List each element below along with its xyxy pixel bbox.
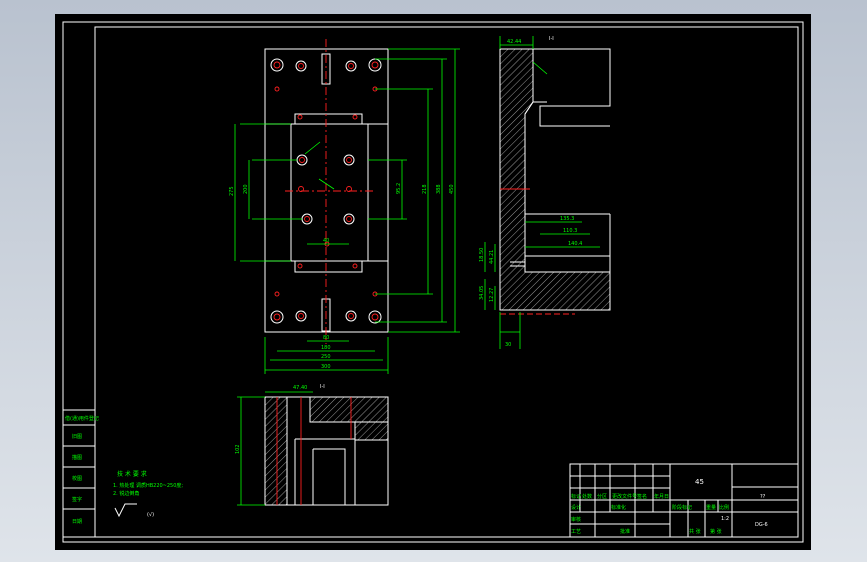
- title-drawing-no: DG-6: [755, 522, 768, 528]
- section-dimension-lines: [484, 36, 600, 349]
- title-r1-5: 年月日: [654, 493, 669, 500]
- section-dim-bottom: 30: [505, 342, 511, 348]
- title-r2-2: 阶段标记: [672, 504, 692, 511]
- title-r1-4: 签名: [637, 493, 647, 500]
- tech-req-title: 技 术 要 求: [117, 470, 147, 478]
- plan-dim-450: 450: [449, 184, 455, 194]
- plan-dim-300: 300: [321, 364, 331, 370]
- section-dim-left-2: 34.05: [479, 286, 485, 300]
- plan-dim-40: 40: [323, 238, 329, 244]
- title-r1-1: 处数: [582, 493, 592, 500]
- drawing-sheet[interactable]: 80 180 250 300 95.2 218 388 450 275 200 …: [55, 14, 811, 550]
- side-table-cell-5: 日期: [72, 519, 82, 525]
- section-view: I-I: [479, 36, 611, 349]
- title-r2-0: 设计: [571, 504, 581, 511]
- section-dim-left-1: 44.21: [489, 250, 495, 264]
- section-label-bottom: I-I: [320, 384, 325, 390]
- lower-section-view: I-I 47.40 102: [235, 384, 389, 506]
- plan-dim-180: 180: [321, 345, 331, 351]
- plan-view: 80 180 250 300 95.2 218 388 450 275 200 …: [229, 39, 460, 374]
- title-r3-0: 审核: [571, 516, 581, 523]
- side-table-cell-4: 签字: [72, 496, 82, 503]
- plan-dim-80: 80: [323, 335, 329, 341]
- title-r1-2: 分区: [597, 493, 607, 500]
- section-dim-140: 140.4: [568, 241, 582, 247]
- title-r2-3: 重量: [706, 504, 716, 511]
- plan-dim-275: 275: [229, 186, 235, 196]
- corner-bolt-holes: [270, 58, 382, 324]
- title-material: 45: [695, 478, 704, 486]
- section-dim-110: 110.3: [563, 228, 577, 234]
- tech-req-line1: 1. 热处理 调质HB220~250度;: [113, 482, 183, 489]
- section-dim-left-0: 18.50: [479, 248, 485, 262]
- lower-dim-width: 47.40: [293, 385, 307, 391]
- side-table-cell-1: 旧图: [72, 433, 82, 440]
- lower-dim-height: 102: [235, 444, 241, 454]
- inner-holes: [296, 114, 358, 269]
- section-dim-left-3: 12.27: [489, 288, 495, 302]
- title-r1-0: 标记: [571, 493, 581, 500]
- side-table-cell-3: 校图: [72, 475, 82, 482]
- side-table-cell-0: 借(通)用件登记: [65, 415, 99, 422]
- title-r4-2: 共 张: [689, 528, 701, 535]
- plan-dim-388: 388: [436, 184, 442, 194]
- cad-drawing[interactable]: 80 180 250 300 95.2 218 388 450 275 200 …: [55, 14, 811, 550]
- plan-dim-95: 95.2: [396, 183, 402, 194]
- side-table: 借(通)用件登记 旧图 描图 校图 签字 日期: [62, 409, 99, 538]
- plan-dim-218: 218: [422, 184, 428, 194]
- title-r4-1: 批准: [620, 528, 630, 535]
- plan-dim-200: 200: [243, 184, 249, 194]
- title-r4-0: 工艺: [571, 529, 581, 535]
- title-part-name: ??: [760, 494, 766, 500]
- section-label-top: I-I: [549, 36, 554, 42]
- side-table-cell-2: 描图: [72, 454, 82, 461]
- plan-dim-250: 250: [321, 354, 331, 360]
- title-r2-4: 比例: [719, 504, 729, 511]
- technical-requirements: 技 术 要 求 1. 热处理 调质HB220~250度; 2. 锐边倒角 (√): [113, 470, 183, 518]
- title-r2-1: 标准化: [611, 504, 626, 511]
- title-r4-3: 第 张: [710, 528, 722, 535]
- section-dim-top: 42.44: [507, 39, 521, 45]
- section-dim-135: 135.3: [560, 216, 574, 222]
- title-r1-3: 更改文件号: [612, 493, 637, 500]
- plan-dimension-lines: [234, 48, 460, 374]
- tech-req-roughness: (√): [147, 512, 154, 518]
- title-scale: 1:2: [721, 516, 729, 522]
- outer-border: [62, 21, 804, 543]
- tech-req-line2: 2. 锐边倒角: [113, 490, 139, 497]
- inner-border: [94, 26, 799, 538]
- title-block: 45 ?? DG-6 1:2 标记 处数 分区 更改文件号 签名 年月日 设计 …: [569, 463, 799, 538]
- section-hatch: [499, 48, 611, 311]
